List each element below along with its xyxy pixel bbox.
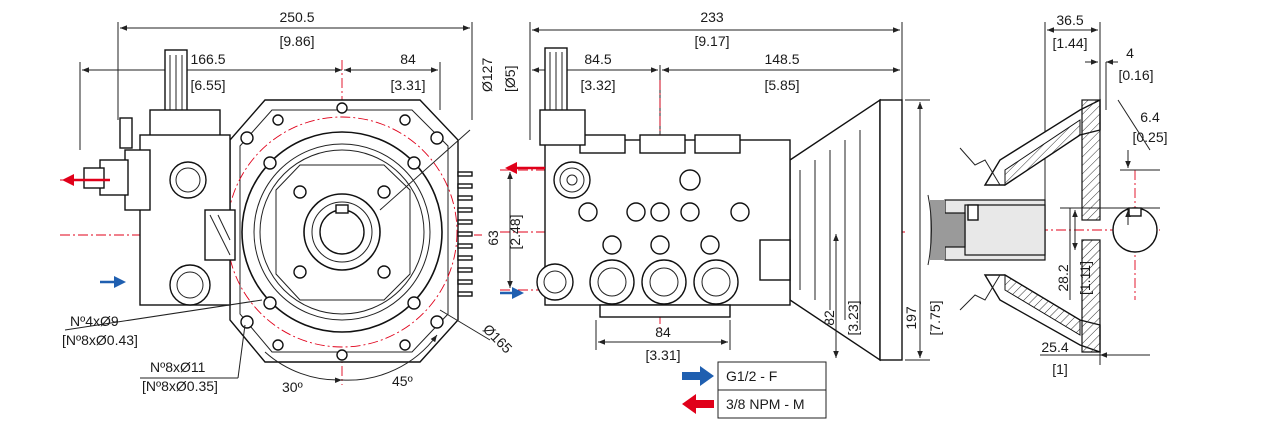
dim-3-32: [3.32] (580, 77, 615, 93)
label-holes-small-in: [Nº8xØ0.43] (62, 332, 138, 348)
label-angle-45: 45º (392, 373, 413, 389)
dim-82: 82 (821, 310, 837, 326)
inlet-arrow-icon (682, 366, 714, 386)
dim-5-85: [5.85] (764, 77, 799, 93)
front-view: 250.5 [9.86] 166.5 [6.55] 84 [3.31] Ø127… (60, 9, 518, 395)
label-holes-large: Nº8xØ11 (150, 359, 206, 375)
dim-6-4: 6.4 (1140, 109, 1160, 125)
dim-84-5: 84.5 (584, 51, 611, 67)
dim-2-48: [2.48] (507, 214, 523, 249)
label-holes-large-in: [Nº8xØ0.35] (142, 378, 218, 394)
dim-63: 63 (485, 230, 501, 246)
label-holes-small: Nº4xØ9 (70, 313, 119, 329)
dim-28-2: 28.2 (1055, 264, 1071, 291)
legend-outlet-label: 3/8 NPM - M (726, 396, 805, 412)
cooling-fins (457, 171, 473, 297)
dim-25-4: 25.4 (1041, 339, 1068, 355)
pump-head-front (83, 49, 236, 306)
dim-3-31-front: [3.31] (390, 77, 425, 93)
dim-1: [1] (1052, 361, 1068, 377)
dim-dia-165: Ø165 (480, 321, 516, 357)
label-angle-30: 30º (282, 379, 303, 395)
dim-250-5: 250.5 (279, 9, 314, 25)
dim-3-31-side: [3.31] (645, 347, 680, 363)
dim-3-23: [3.23] (845, 300, 861, 335)
dim-84-front: 84 (400, 51, 416, 67)
dim-6-55: [6.55] (190, 77, 225, 93)
mount-holes (240, 102, 444, 361)
dim-1-11: [1.11] (1077, 261, 1093, 295)
legend-inlet-label: G1/2 - F (726, 368, 777, 384)
shaft-section: 36.5 [1.44] 4 [0.16] 6.4 [0.25] 28.2 [1.… (927, 12, 1168, 377)
side-view: 233 [9.17] 84.5 [3.32] 148.5 [5.85] 63 [… (485, 9, 943, 363)
dim-dia-127: Ø127 (479, 58, 495, 92)
side-bolts (578, 169, 750, 255)
dim-1-44: [1.44] (1052, 35, 1087, 51)
dim-197: 197 (903, 306, 919, 330)
plunger-caps (589, 259, 739, 305)
dim-7-75: [7.75] (927, 300, 943, 335)
port-legend: G1/2 - F 3/8 NPM - M (682, 361, 827, 419)
dim-36-5: 36.5 (1056, 12, 1083, 28)
dim-148-5: 148.5 (764, 51, 799, 67)
dim-4: 4 (1126, 45, 1134, 61)
dim-9-17: [9.17] (694, 33, 729, 49)
dim-9-86: [9.86] (279, 33, 314, 49)
outlet-arrow-icon (682, 394, 714, 414)
dim-84-side: 84 (655, 324, 671, 340)
dim-166-5: 166.5 (190, 51, 225, 67)
dim-0-25: [0.25] (1132, 129, 1167, 145)
dim-233: 233 (700, 9, 724, 25)
dim-dia-5: [Ø5] (502, 66, 518, 92)
dim-0-16: [0.16] (1118, 67, 1153, 83)
